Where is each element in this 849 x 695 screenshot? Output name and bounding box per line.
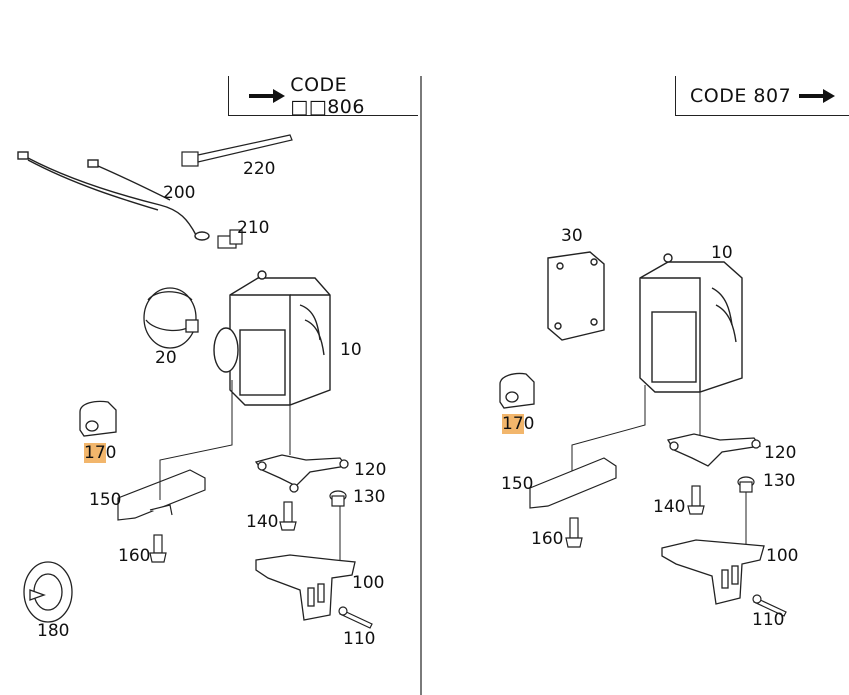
bracket-150-right <box>529 457 617 509</box>
bolt-160-right <box>565 517 583 548</box>
cap-170 <box>79 400 117 437</box>
callout-150-right: 150 <box>501 474 534 494</box>
rubber-mount-130-right <box>737 476 755 493</box>
rubber-mount-130 <box>329 490 347 507</box>
callout-10-right: 10 <box>711 243 733 263</box>
bolt-140-right <box>687 485 705 515</box>
bolt-160 <box>149 534 167 563</box>
callout-170-highlight: 17 <box>502 414 524 434</box>
cap-170-right <box>499 372 535 409</box>
bracket-100-right <box>661 539 765 605</box>
callout-30: 30 <box>561 226 583 246</box>
cable-tie-220 <box>181 134 293 167</box>
hydraulic-unit-10 <box>213 270 331 406</box>
callout-140: 140 <box>246 512 279 532</box>
callout-200: 200 <box>163 183 196 203</box>
callout-150: 150 <box>89 490 122 510</box>
callout-210: 210 <box>237 218 270 238</box>
leader-lines-right <box>571 385 747 545</box>
accumulator-20 <box>143 287 199 349</box>
screw-110-right <box>752 594 787 617</box>
code-806-header: CODE □□806 <box>228 73 418 118</box>
code-806-label: CODE □□806 <box>290 73 365 118</box>
bracket-100 <box>255 554 356 621</box>
callout-10: 10 <box>340 340 362 360</box>
connector-210 <box>217 229 243 249</box>
callout-170-rest: 0 <box>523 414 535 434</box>
bolt-140 <box>279 501 297 531</box>
callout-100: 100 <box>352 573 385 593</box>
callout-160: 160 <box>118 546 151 566</box>
right-arrow-icon <box>249 88 285 104</box>
callout-220: 220 <box>243 159 276 179</box>
callout-20: 20 <box>155 348 177 368</box>
support-120-right <box>666 433 762 467</box>
hydraulic-unit-10-right <box>639 253 743 393</box>
callout-120: 120 <box>354 460 387 480</box>
horn-180 <box>23 561 73 623</box>
callout-180: 180 <box>37 621 70 641</box>
callout-110: 110 <box>343 629 376 649</box>
bracket-150 <box>117 469 206 521</box>
leader-lines-left <box>159 380 341 560</box>
support-120 <box>254 454 349 493</box>
callout-170-highlight: 17 <box>84 443 106 463</box>
callout-140-right: 140 <box>653 497 686 517</box>
wiring-harness-200 <box>17 151 210 241</box>
callout-100-right: 100 <box>766 546 799 566</box>
right-arrow-icon <box>799 88 836 104</box>
callout-130-right: 130 <box>763 471 796 491</box>
callout-170-right: 170 <box>502 414 535 434</box>
screw-110 <box>338 606 373 629</box>
code-807-header: CODE 807 <box>675 76 849 116</box>
code-807-label: CODE 807 <box>690 84 792 107</box>
callout-120-right: 120 <box>764 443 797 463</box>
callout-170-rest: 0 <box>105 443 117 463</box>
callout-170: 170 <box>84 443 117 463</box>
callout-110-right: 110 <box>752 610 785 630</box>
callout-160-right: 160 <box>531 529 564 549</box>
control-unit-30 <box>547 251 605 341</box>
callout-130: 130 <box>353 487 386 507</box>
